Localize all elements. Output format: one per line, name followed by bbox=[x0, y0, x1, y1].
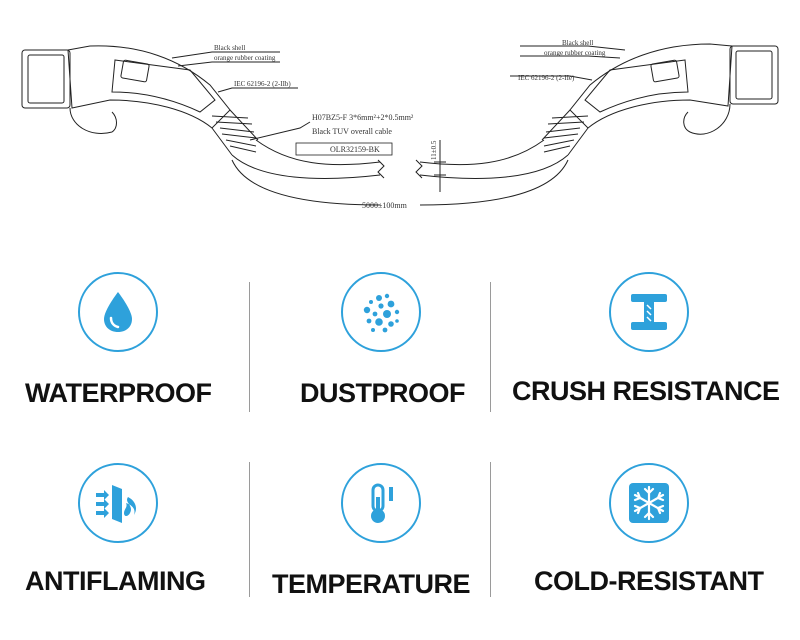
divider bbox=[490, 462, 491, 597]
left-coating-callout: orange rubber coating bbox=[214, 54, 276, 62]
cable-technical-drawing: Black shell orange rubber coating IEC 62… bbox=[21, 39, 779, 210]
cable-part-number: OLR32159-BK bbox=[330, 145, 380, 154]
cold-resistant-badge bbox=[609, 463, 689, 543]
left-shell-callout: Black shell bbox=[214, 44, 245, 52]
feature-label-temperature: TEMPERATURE bbox=[272, 569, 471, 599]
feature-label-crush-resistance: CRUSH RESISTANCE bbox=[512, 376, 780, 406]
i-beam-icon bbox=[631, 294, 667, 330]
thermometer-icon bbox=[371, 483, 393, 523]
water-drop-icon bbox=[104, 292, 132, 332]
divider bbox=[249, 462, 250, 597]
cable-spec: H07BZ5-F 3*6mm²+2*0.5mm² bbox=[312, 113, 414, 122]
cable-description: Black TUV overall cable bbox=[312, 127, 392, 136]
divider bbox=[249, 282, 250, 412]
feature-label-cold-resistant: COLD-RESISTANT bbox=[534, 566, 764, 596]
temperature-badge bbox=[341, 463, 421, 543]
flame-shield-icon bbox=[96, 485, 136, 523]
feature-label-dustproof: DUSTPROOF bbox=[300, 378, 466, 408]
divider bbox=[490, 282, 491, 412]
feature-label-antiflaming: ANTIFLAMING bbox=[25, 566, 206, 596]
right-connector-drawing bbox=[541, 43, 779, 156]
cable-length: 5000±100mm bbox=[362, 201, 408, 210]
right-standard-callout: IEC 62196-2 (2-IIe) bbox=[518, 74, 575, 82]
antiflaming-badge bbox=[78, 463, 158, 543]
dust-particles-icon bbox=[363, 293, 400, 333]
right-coating-callout: orange rubber coating bbox=[544, 49, 606, 57]
crush-resistance-badge bbox=[609, 272, 689, 352]
feature-label-waterproof: WATERPROOF bbox=[25, 378, 212, 408]
dustproof-badge bbox=[341, 272, 421, 352]
snowflake-icon bbox=[629, 483, 669, 523]
waterproof-badge bbox=[78, 272, 158, 352]
left-connector-drawing bbox=[21, 45, 259, 156]
left-standard-callout: IEC 62196-2 (2-IIb) bbox=[234, 80, 291, 88]
cable-tolerance: 11±0.5 bbox=[430, 140, 438, 160]
right-shell-callout: Black shell bbox=[562, 39, 593, 47]
